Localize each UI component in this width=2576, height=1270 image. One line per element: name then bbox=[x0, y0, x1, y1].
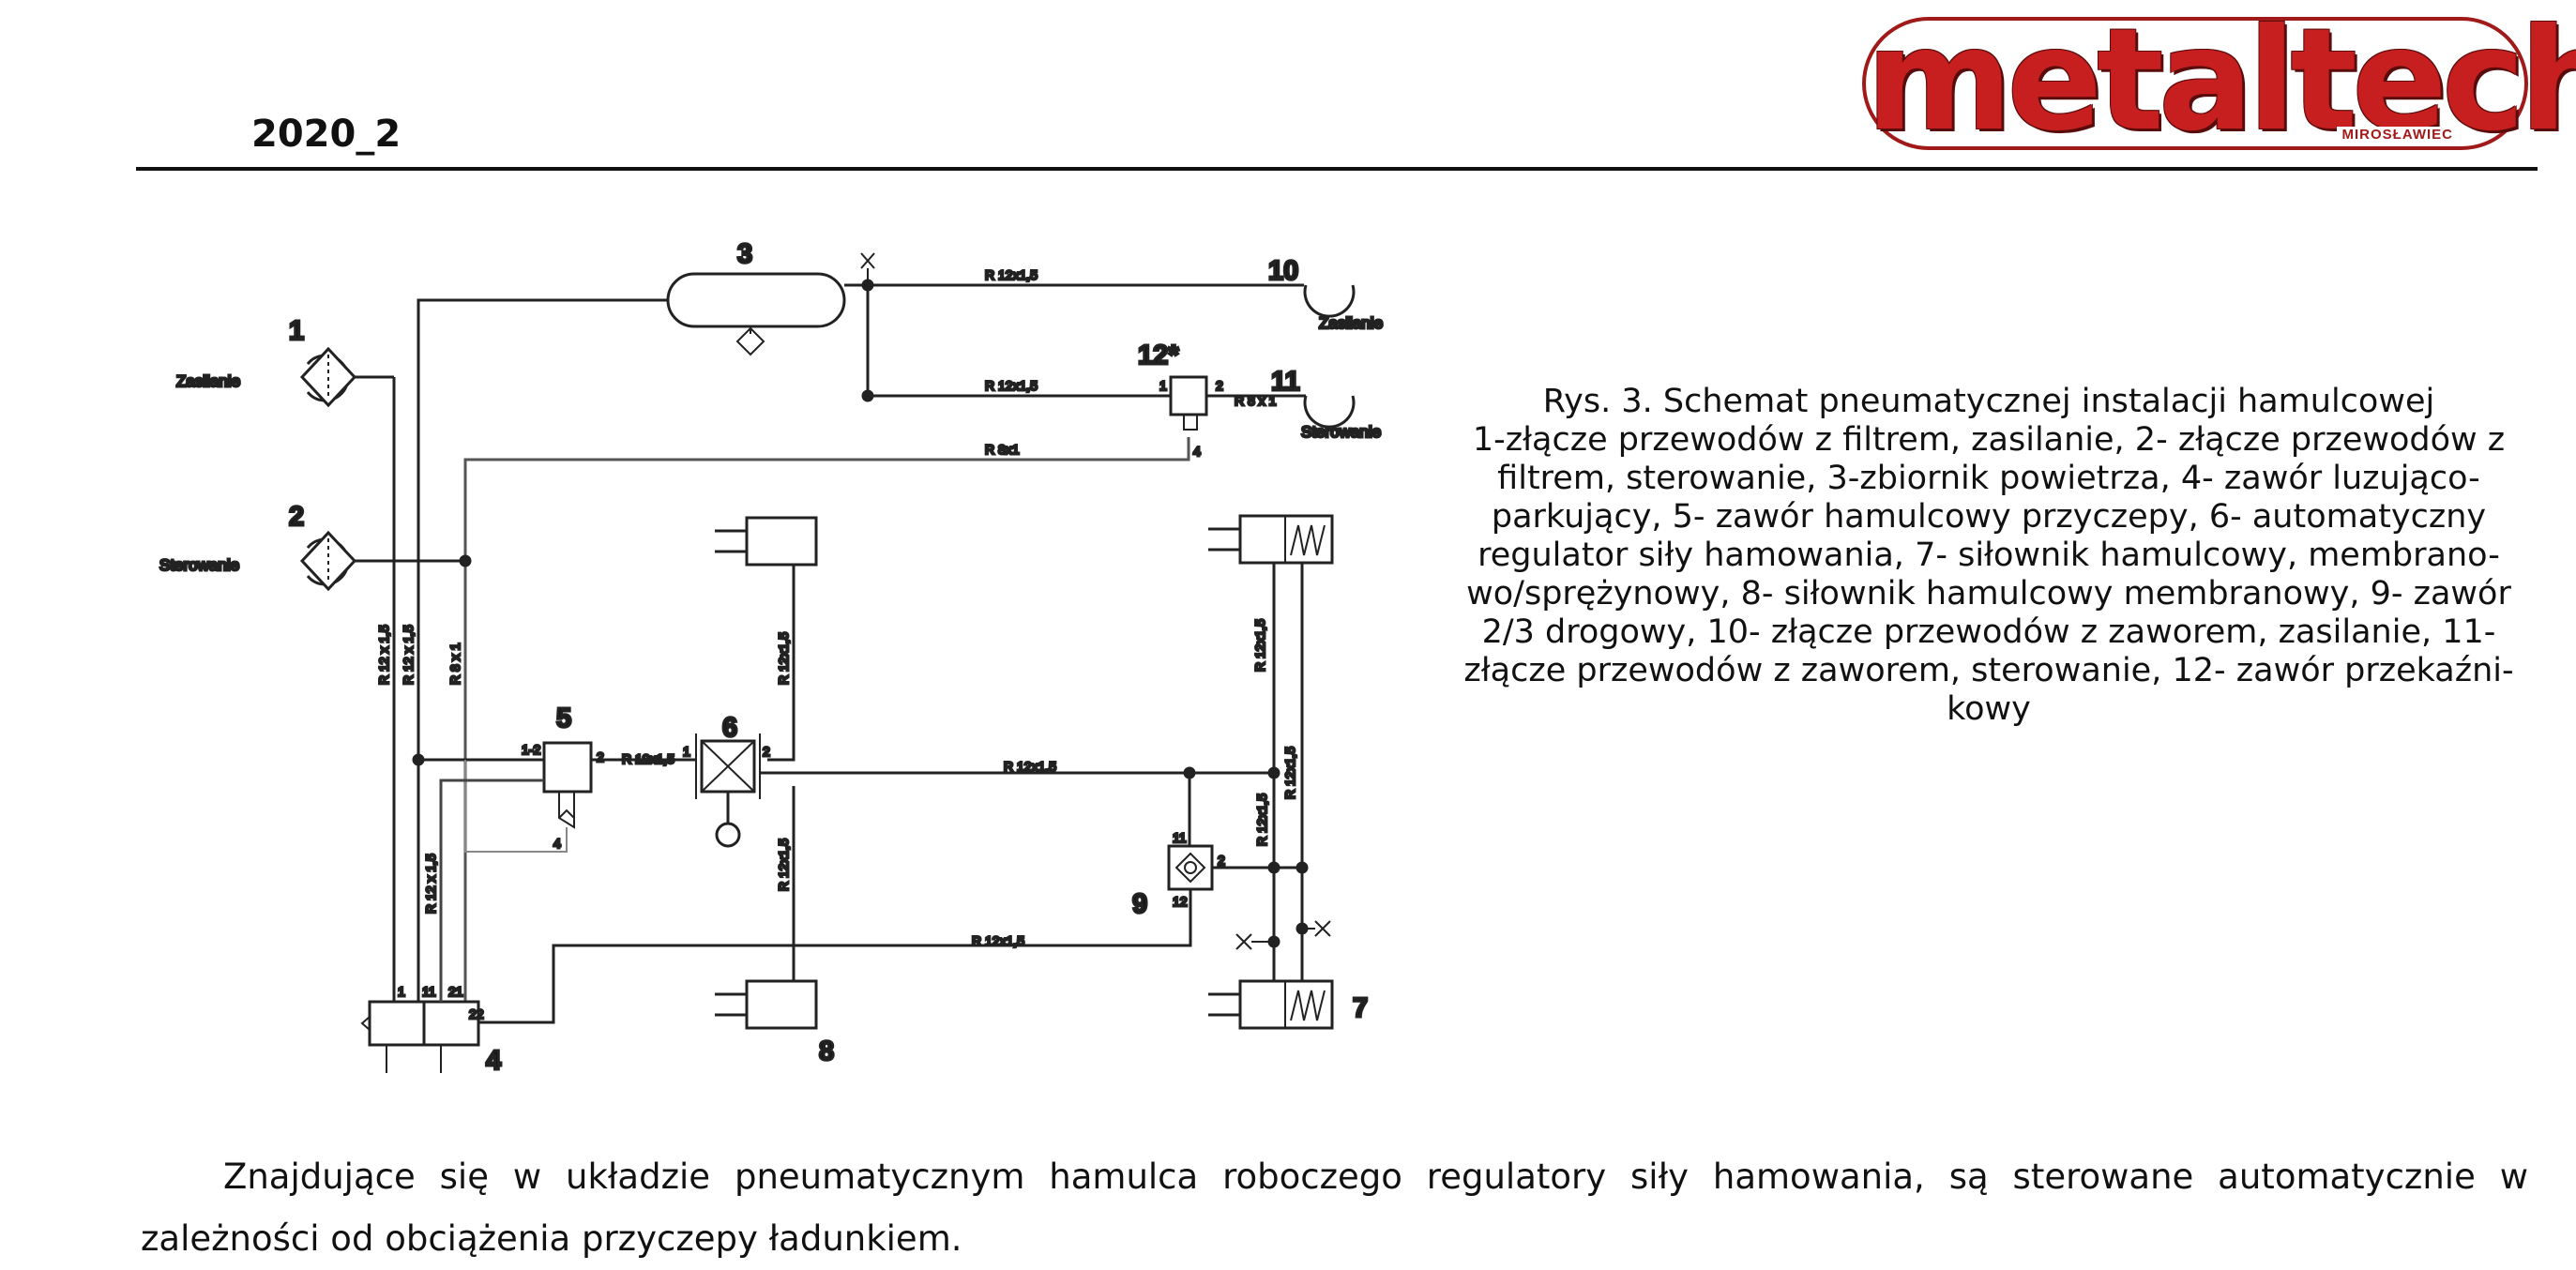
pipe-to-actuator-8-top bbox=[767, 555, 796, 762]
membrane-actuator-8-bottom bbox=[715, 979, 818, 1030]
pipe-label: R 12x1,5 bbox=[985, 267, 1038, 282]
pipe-label: R 12x1,5 bbox=[776, 839, 791, 891]
pipe-label: R 12x1,5 bbox=[985, 378, 1038, 393]
metaltech-logo: metaltech MIROSŁAWIEC bbox=[1862, 6, 2576, 156]
pipe-label: R 8 x 1 bbox=[1235, 393, 1277, 408]
pipe-label: R 12x1,5 bbox=[1282, 747, 1297, 799]
pipe-valve4-to-valve5 bbox=[439, 779, 544, 1002]
port-21-valve4: 21 bbox=[448, 984, 463, 999]
port-2: 2 bbox=[1216, 378, 1223, 393]
label-sterowanie-left: Sterowanie bbox=[159, 556, 239, 574]
brake-force-regulator-6 bbox=[695, 733, 761, 848]
caption-line: złącze przewodów z zaworem, sterowanie, … bbox=[1463, 652, 2514, 689]
pipe-r8-control bbox=[463, 437, 1190, 561]
port-2-valve5: 2 bbox=[597, 749, 604, 764]
port-22-valve4: 22 bbox=[469, 1006, 484, 1021]
body-paragraph: Znajdujące się w układzie pneumatycznym … bbox=[141, 1157, 2528, 1259]
port-1-valve6: 1 bbox=[683, 744, 690, 759]
caption-line: kowy bbox=[1947, 690, 2031, 728]
pipe-valve9-to-valve4 bbox=[478, 889, 1192, 1024]
tank-drain-mark bbox=[860, 252, 875, 269]
label-component-1: 1 bbox=[289, 316, 304, 346]
label-component-10: 10 bbox=[1268, 256, 1298, 286]
trailer-brake-valve-5 bbox=[542, 741, 593, 829]
coupling-11 bbox=[1303, 395, 1356, 429]
caption-line: 2/3 drogowy, 10- złącze przewodów z zawo… bbox=[1481, 613, 2496, 651]
header-rule bbox=[136, 167, 2538, 171]
port-11-valve4: 11 bbox=[422, 984, 436, 999]
logo-place: MIROSŁAWIEC bbox=[2336, 127, 2459, 143]
port-1-valve4: 1 bbox=[398, 984, 405, 999]
pipe-label: R 12x1,5 bbox=[776, 632, 791, 685]
coupling-10 bbox=[1303, 284, 1356, 318]
test-point-mark bbox=[1314, 920, 1331, 937]
port-2-valve9: 2 bbox=[1218, 853, 1225, 868]
two-three-way-valve-9 bbox=[1167, 844, 1214, 891]
relay-valve-12 bbox=[1169, 375, 1306, 431]
air-tank-3 bbox=[666, 272, 846, 356]
pipe-label: R 8 x 1 bbox=[447, 643, 462, 685]
junction bbox=[459, 554, 472, 567]
membrane-actuator-8-top bbox=[715, 516, 818, 567]
pipe-label: R 12 x 1,5 bbox=[401, 625, 416, 685]
coupling-filter-2 bbox=[299, 530, 465, 592]
label-component-5: 5 bbox=[556, 703, 571, 733]
caption-line: parkujący, 5- zawór hamulcowy przyczepy,… bbox=[1491, 498, 2487, 536]
release-parking-valve-4 bbox=[360, 1000, 480, 1073]
pipe-label: R 12 x 1,5 bbox=[376, 625, 391, 685]
pipe-tank-feed bbox=[417, 298, 668, 1002]
caption-line: wo/sprężynowy, 8- siłownik hamulcowy mem… bbox=[1466, 575, 2511, 612]
label-component-11: 11 bbox=[1271, 367, 1300, 397]
port-1-2: 1-2 bbox=[522, 742, 540, 757]
port-4: 4 bbox=[1193, 444, 1201, 459]
pipe-label: R 12 x 1,5 bbox=[423, 854, 438, 914]
junction bbox=[861, 389, 874, 402]
label-component-6: 6 bbox=[722, 713, 737, 743]
spring-actuator-7-top bbox=[1208, 514, 1334, 565]
label-component-8: 8 bbox=[819, 1036, 834, 1066]
label-component-9: 9 bbox=[1132, 889, 1147, 919]
coupling-filter-1 bbox=[299, 346, 394, 408]
test-point-mark bbox=[1235, 933, 1252, 950]
caption-line: filtrem, sterowanie, 3-zbiornik powietrz… bbox=[1497, 460, 2480, 497]
port-1: 1 bbox=[1159, 378, 1167, 393]
pipe-label: R 12x1,5 bbox=[1252, 619, 1267, 672]
caption-line: Rys. 3. Schemat pneumatycznej instalacji… bbox=[1542, 383, 2435, 420]
caption-line: regulator siły hamowania, 7- siłownik ha… bbox=[1477, 537, 2500, 574]
label-component-2: 2 bbox=[289, 502, 304, 532]
port-2-valve6: 2 bbox=[763, 744, 770, 759]
caption-line: 1-złącze przewodów z filtrem, zasilanie,… bbox=[1472, 421, 2506, 459]
page-id: 2020_2 bbox=[251, 113, 402, 156]
pipe-label: R 12x1,5 bbox=[1004, 759, 1056, 774]
label-zasilanie-left: Zasilanie bbox=[176, 372, 240, 390]
port-11-valve9: 11 bbox=[1173, 830, 1187, 845]
label-component-12: 12* bbox=[1138, 340, 1179, 370]
label-component-7: 7 bbox=[1353, 993, 1368, 1023]
label-component-4: 4 bbox=[486, 1046, 501, 1076]
label-zasilanie-right: Zasilanie bbox=[1319, 314, 1383, 332]
pipe-label: R 8x1 bbox=[985, 442, 1020, 457]
pipe-control-loop bbox=[464, 760, 568, 853]
spring-actuator-7-bottom bbox=[1208, 979, 1334, 1030]
label-component-3: 3 bbox=[737, 239, 752, 269]
port-12-valve9: 12 bbox=[1173, 894, 1188, 909]
port-4-valve5: 4 bbox=[553, 836, 561, 851]
figure-caption: Rys. 3. Schemat pneumatycznej instalacji… bbox=[1454, 383, 2523, 729]
label-sterowanie-right: Sterowanie bbox=[1301, 423, 1381, 441]
pipe-label: R 12x1,5 bbox=[1254, 794, 1269, 846]
